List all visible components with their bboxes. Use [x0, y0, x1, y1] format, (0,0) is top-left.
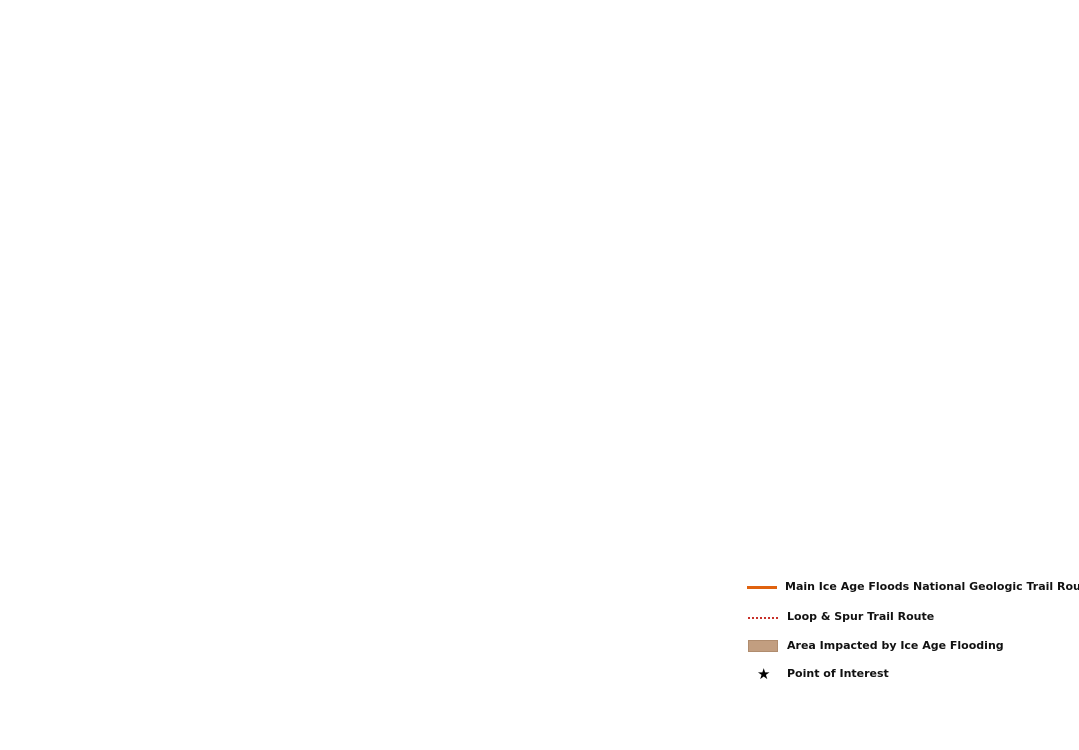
star-glyph: ★ [757, 665, 771, 683]
legend-label-loop-spur-route: Loop & Spur Trail Route [787, 610, 935, 623]
legend-label-flood-area: Area Impacted by Ice Age Flooding [787, 639, 1004, 652]
star-icon: ★ [746, 662, 780, 686]
legend-item-main-route: Main Ice Age Floods National Geologic Tr… [746, 575, 1079, 599]
legend-label-point-of-interest: Point of Interest [787, 667, 889, 680]
main-route-line-icon [746, 575, 780, 599]
legend-item-loop-spur-route: Loop & Spur Trail Route [746, 605, 1066, 629]
loop-spur-line-icon [746, 605, 780, 629]
legend-item-point-of-interest: ★ Point of Interest [746, 662, 1066, 686]
legend-label-main-route: Main Ice Age Floods National Geologic Tr… [785, 580, 1079, 593]
flood-area-swatch-icon [746, 634, 780, 658]
legend-item-flood-area: Area Impacted by Ice Age Flooding [746, 634, 1066, 658]
